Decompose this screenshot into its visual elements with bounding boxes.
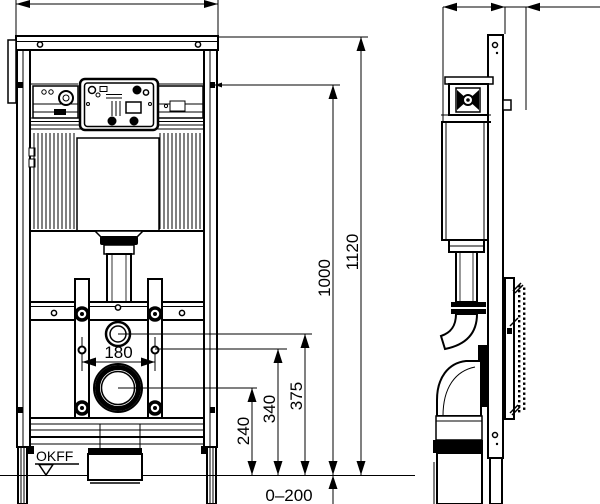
flush-valve-and-pipe (93, 230, 145, 303)
front-view (7, 0, 219, 504)
side-drain-bend (433, 345, 488, 504)
side-rail-foot (489, 457, 503, 504)
flush-unit (78, 77, 160, 132)
drain-box (87, 448, 143, 484)
dim-0-200-label: 0–200 (265, 486, 312, 504)
dim-240-label: 240 (234, 417, 253, 445)
side-cistern (441, 76, 494, 253)
side-view (433, 2, 600, 504)
strip-tick-marks (509, 282, 524, 416)
insulation-strip (509, 282, 526, 416)
dimension-180: 180 (82, 343, 155, 367)
dimension-340: 340 (155, 348, 287, 475)
okff-datum: OKFF (35, 448, 79, 477)
datum-triangle-icon (37, 463, 55, 477)
dimension-0-200: 0–200 (265, 475, 338, 504)
dimension-1000: 1000 (215, 82, 340, 475)
filling-valve-unit (32, 85, 79, 119)
side-flush-pipe (439, 251, 486, 351)
frame (7, 35, 219, 448)
dim-1120-label: 1120 (343, 234, 362, 271)
inspection-shaft (76, 137, 160, 232)
dimension-240: 240 (118, 387, 257, 475)
dim-180-label: 180 (104, 343, 132, 362)
dimension-375: 375 (118, 333, 312, 475)
frame-top-rail (15, 35, 219, 51)
upper-crossbar (29, 301, 205, 321)
flush-bend (439, 313, 479, 351)
supply-plate (7, 39, 17, 104)
cistern (30, 77, 204, 232)
dim-340-label: 340 (260, 395, 279, 423)
okff-label: OKFF (36, 448, 73, 464)
width-dimension-front (15, 0, 219, 35)
service-box-right (157, 85, 204, 119)
dimension-1120: 1120 (218, 36, 368, 475)
rail-bolts (74, 306, 163, 416)
wc-fixing-hole-right (150, 345, 160, 355)
mounting-plate (504, 277, 515, 420)
dim-1000-label: 1000 (315, 259, 334, 297)
wc-fixing-hole-left (77, 345, 87, 355)
dim-375-label: 375 (287, 382, 306, 410)
depth-dimension-side (442, 2, 600, 130)
tank-hatching (33, 133, 201, 229)
